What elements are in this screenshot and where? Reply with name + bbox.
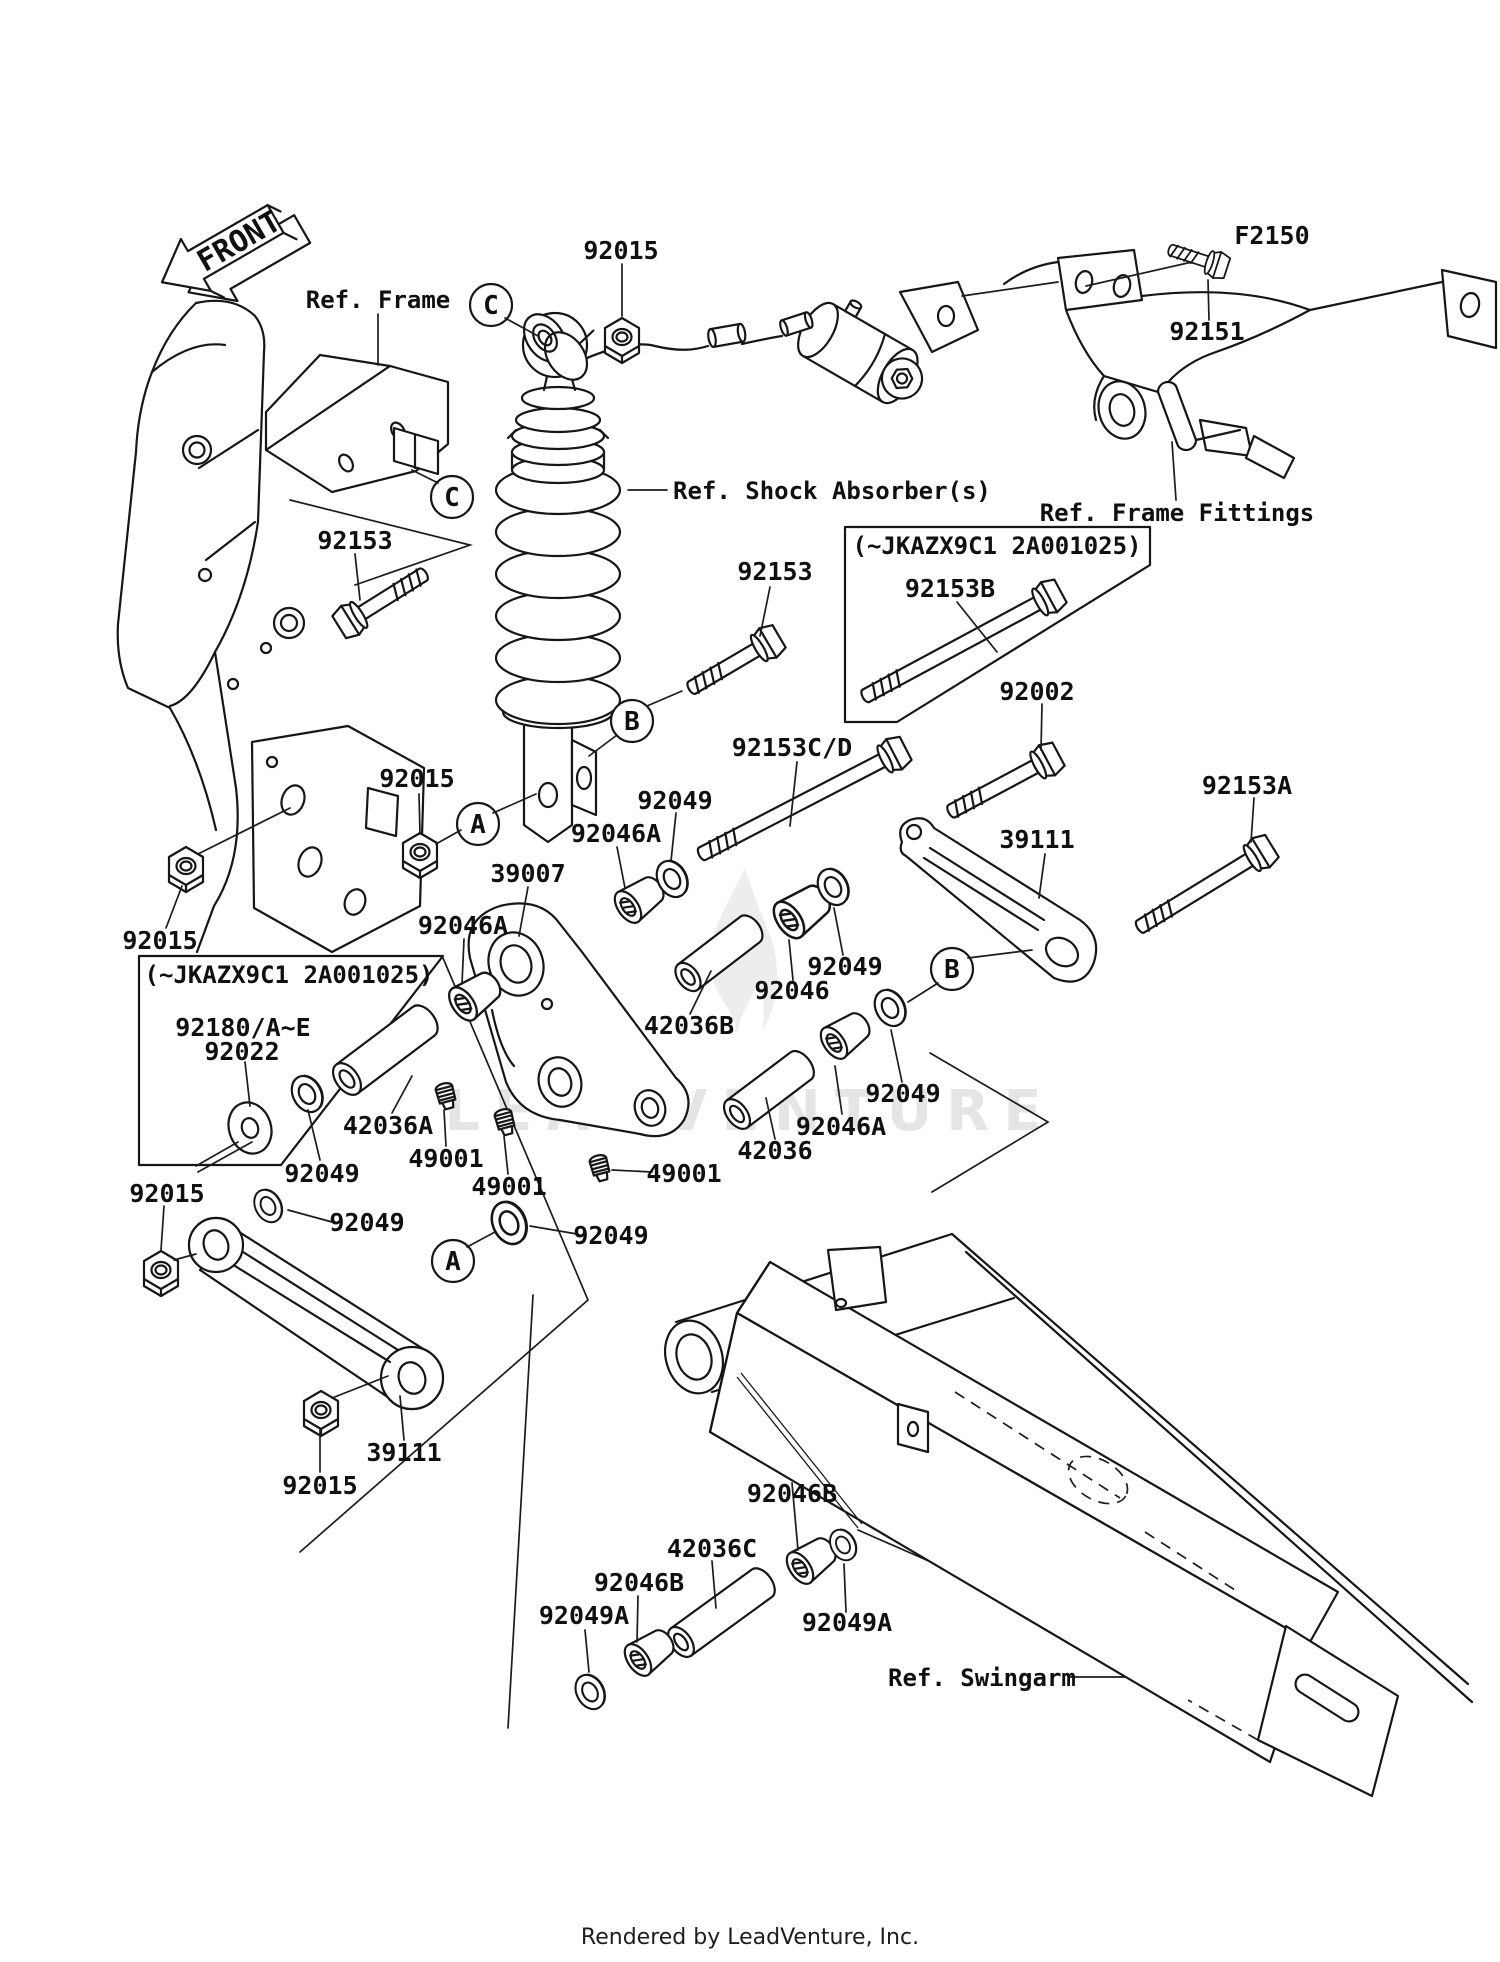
serial-box-left: [137, 954, 445, 1167]
frame-mount-plate: [264, 353, 450, 494]
nut-92015-tierod-left: [142, 1249, 180, 1298]
sleeve-42036: [722, 1049, 815, 1130]
sleeve-42036B: [674, 914, 764, 993]
part-label-92153B: 92153B: [905, 574, 995, 603]
bolt-92153A: [1134, 830, 1282, 934]
bolt-92002: [946, 738, 1068, 819]
footer-credit: Rendered by LeadVenture, Inc.: [581, 1925, 919, 1950]
ref-frame-label: Ref. Frame: [306, 286, 451, 314]
coil-spring: [494, 464, 622, 726]
part-label-49001-a: 49001: [408, 1144, 483, 1173]
rocker-arm-39007: [467, 902, 690, 1138]
ref-shock-label: Ref. Shock Absorber(s): [673, 477, 991, 505]
callout-letter-c-top: C: [483, 291, 499, 321]
callout-letter-a-pivot: A: [445, 1247, 461, 1277]
part-label-92153-left: 92153: [317, 526, 392, 555]
callout-letter-b-link: B: [944, 955, 960, 985]
grouping-leader-lines: [289, 499, 1050, 1729]
part-label-92015-frame: 92015: [122, 926, 197, 955]
reservoir-bracket: [898, 280, 1059, 354]
tie-rod-upper-39111: [899, 817, 1098, 983]
washer-92022: [227, 1101, 273, 1155]
part-label-92180: 92180/A~E: [175, 1013, 310, 1042]
bolt-92153CD: [696, 732, 915, 862]
seal-92049A-left: [568, 1668, 612, 1716]
part-label-39007: 39007: [490, 859, 565, 888]
sleeve-42036C: [667, 1567, 776, 1659]
reservoir-hose: [576, 311, 814, 364]
part-label-92022: 92022: [204, 1037, 279, 1066]
figure-code-label: F2150: [1234, 221, 1309, 250]
bolt-92153-right: [686, 620, 789, 695]
nut-92015-clevis: [401, 831, 439, 880]
shock-absorber: [494, 311, 622, 844]
part-label-92049A-right: 92049A: [802, 1608, 892, 1637]
screw-49001-c: [587, 1152, 613, 1184]
part-label-39111-lower: 39111: [366, 1438, 441, 1467]
part-label-39111-upper: 39111: [999, 825, 1074, 854]
part-label-92015-top: 92015: [583, 236, 658, 265]
part-label-92015-clevis: 92015: [379, 764, 454, 793]
front-direction-arrow: FRONT: [160, 204, 312, 303]
part-label-92046B-right: 92046B: [747, 1479, 837, 1508]
seal-92049-lowerleft: [247, 1183, 289, 1229]
part-label-92153CD: 92153C/D: [732, 733, 852, 762]
part-label-92049-lowerleft: 92049: [329, 1208, 404, 1237]
ref-swingarm-label: Ref. Swingarm: [888, 1664, 1076, 1692]
part-label-92046A-lower: 92046A: [796, 1112, 886, 1141]
part-label-92153A: 92153A: [1202, 771, 1292, 800]
shock-top-bearing: [522, 313, 595, 381]
nut-92015-top: [603, 316, 641, 365]
frame-fittings-bracket: [1002, 248, 1498, 480]
leader-lines: [160, 261, 1255, 1678]
part-label-92049A-left: 92049A: [539, 1601, 629, 1630]
serial-box-right: [843, 525, 1152, 724]
bearing-92046A-lower: [814, 1004, 878, 1065]
remote-reservoir: [797, 299, 924, 405]
part-label-92046A-upper: 92046A: [571, 819, 661, 848]
part-label-92151: 92151: [1169, 317, 1244, 346]
part-label-92049-box: 92049: [284, 1159, 359, 1188]
part-label-42036A: 42036A: [343, 1111, 433, 1140]
serial-note-left: (~JKAZX9C1 2A001025): [145, 961, 434, 989]
part-label-92046: 92046: [754, 976, 829, 1005]
labels: Ref. Frame Ref. Shock Absorber(s) Ref. F…: [122, 221, 1314, 1692]
part-label-49001-b: 49001: [471, 1172, 546, 1201]
part-label-92153-right: 92153: [737, 557, 812, 586]
part-label-92049-upper: 92049: [637, 786, 712, 815]
part-label-42036B: 42036B: [644, 1011, 734, 1040]
ref-frame-fittings-label: Ref. Frame Fittings: [1040, 499, 1315, 527]
part-label-92015-tierod-right: 92015: [282, 1471, 357, 1500]
washer-pointer-lines: [195, 1141, 253, 1173]
bolt-92153-left: [329, 567, 429, 643]
serial-note-right: (~JKAZX9C1 2A001025): [853, 532, 1142, 560]
part-label-92049-pivot: 92049: [573, 1221, 648, 1250]
part-label-92046B-left: 92046B: [594, 1568, 684, 1597]
seal-92049-mid: [867, 983, 913, 1033]
part-label-42036: 42036: [737, 1136, 812, 1165]
callout-letter-c-plate: C: [444, 483, 460, 513]
part-label-49001-c: 49001: [646, 1159, 721, 1188]
bolt-92151: [1167, 243, 1233, 283]
callout-letter-b-shock: B: [624, 707, 640, 737]
part-label-92049-right: 92049: [807, 952, 882, 981]
part-label-92046A-left: 92046A: [418, 911, 508, 940]
part-label-42036C: 42036C: [667, 1534, 757, 1563]
washer-92049-pivot: [484, 1194, 535, 1251]
callout-letter-a-shock: A: [470, 810, 486, 840]
part-label-92049-mid: 92049: [865, 1079, 940, 1108]
part-label-92015-tierod-left: 92015: [129, 1179, 204, 1208]
tie-rod-lower-39111: [187, 1216, 445, 1411]
part-label-92002: 92002: [999, 677, 1074, 706]
sleeve-42036A: [331, 1004, 439, 1096]
frame-drawing: [116, 299, 426, 954]
swingarm-drawing: [664, 1232, 1474, 1798]
bolt-92153B: [860, 574, 1070, 704]
